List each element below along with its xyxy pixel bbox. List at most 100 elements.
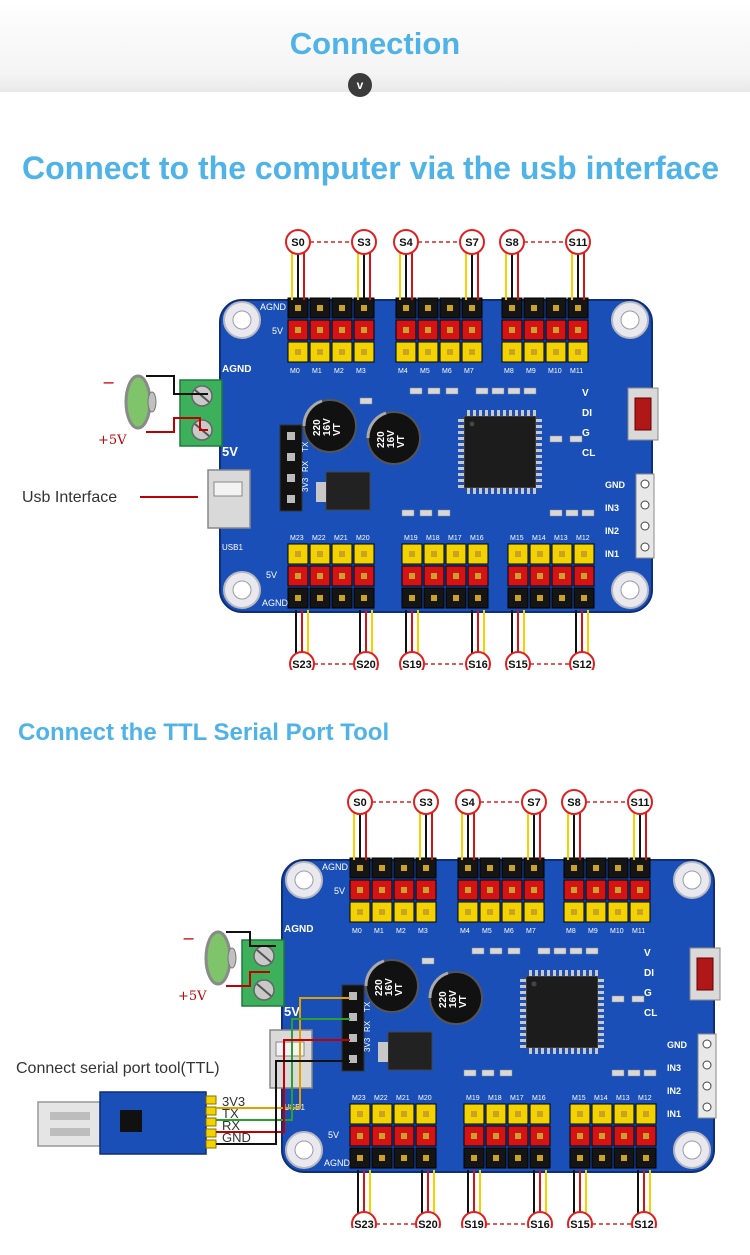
- uart-pin: [287, 474, 295, 482]
- side-pin-label: CL: [644, 1008, 657, 1019]
- chip-lead: [467, 410, 470, 416]
- chip-dot: [531, 981, 537, 987]
- servo-circle: [399, 651, 425, 670]
- chip-lead: [520, 1045, 526, 1048]
- ttl-pin: [205, 1128, 217, 1138]
- chip-lead: [521, 488, 524, 494]
- servo-label-s4: S4: [399, 237, 413, 249]
- chip-lead: [520, 1033, 526, 1036]
- smd-component: [421, 957, 435, 965]
- mounting-hole-inner: [294, 1140, 314, 1160]
- agnd-label: AGND: [322, 862, 349, 872]
- pin-square: [537, 1111, 543, 1117]
- header-pin-label: M10: [610, 928, 624, 935]
- header-pin-label: M5: [482, 928, 492, 935]
- chip-lead: [598, 1045, 604, 1048]
- mounting-hole-inner: [682, 1140, 702, 1160]
- right-pin-label: IN3: [605, 503, 619, 513]
- pin-square: [515, 595, 521, 601]
- chevron-down-icon[interactable]: v: [348, 73, 372, 97]
- chip-lead: [536, 467, 542, 470]
- pin-square: [637, 887, 643, 893]
- pin-square: [453, 595, 459, 601]
- pin-square: [361, 305, 367, 311]
- pin-square: [531, 887, 537, 893]
- smd-component: [427, 387, 441, 395]
- mounting-hole-inner: [620, 310, 640, 330]
- ttl-serial-tool: [37, 1091, 217, 1155]
- chip-lead: [536, 425, 542, 428]
- ttl-wire-label: GND: [222, 1130, 251, 1145]
- header-pin-label: M12: [576, 535, 590, 542]
- pin-square: [487, 909, 493, 915]
- chip-lead: [571, 970, 574, 976]
- chip-lead: [458, 461, 464, 464]
- pin-square: [599, 1155, 605, 1161]
- servo-circle: [413, 789, 439, 815]
- servo-label-s19: S19: [464, 1219, 484, 1228]
- smd-component: [585, 947, 599, 955]
- chip-lead: [520, 991, 526, 994]
- page-title: Connection: [289, 26, 461, 61]
- uart-pin: [349, 1055, 357, 1063]
- voltage-regulator: [325, 471, 371, 511]
- header-pin-label: M4: [460, 928, 470, 935]
- servo-label-s23: S23: [354, 1219, 374, 1228]
- pin-square: [471, 1155, 477, 1161]
- smd-component: [631, 995, 645, 1003]
- ttl-wire-label: 3V3: [222, 1094, 245, 1109]
- section-ttl-title: Connect the TTL Serial Port Tool: [18, 719, 390, 746]
- pin-square: [339, 305, 345, 311]
- pin-square: [401, 909, 407, 915]
- smd-component: [507, 387, 521, 395]
- chip-lead: [503, 488, 506, 494]
- servo-label-s20: S20: [356, 659, 376, 670]
- screw-slot: [256, 983, 272, 997]
- regulator-tab: [316, 482, 326, 502]
- pin-square: [577, 1155, 583, 1161]
- smd-component: [437, 509, 451, 517]
- pin-square: [509, 349, 515, 355]
- servo-circle: [567, 1211, 593, 1228]
- pin-square: [577, 1133, 583, 1139]
- pin-square: [537, 595, 543, 601]
- pin-square: [553, 305, 559, 311]
- pin-square: [575, 305, 581, 311]
- servo-circle: [631, 1211, 657, 1228]
- chip-lead: [515, 410, 518, 416]
- header-pin-label: M0: [352, 928, 362, 935]
- chip-lead: [479, 410, 482, 416]
- smd-component: [611, 995, 625, 1003]
- chip-lead: [521, 410, 524, 416]
- cap-value-label: VT: [458, 995, 469, 1008]
- chip-lead: [515, 488, 518, 494]
- chip-lead: [491, 488, 494, 494]
- pin-square: [515, 1155, 521, 1161]
- chip-lead: [595, 970, 598, 976]
- servo-circle: [527, 1211, 553, 1228]
- cap-value-label: 16V: [386, 430, 397, 448]
- servo-label-s3: S3: [357, 237, 370, 249]
- header-pin-label: M3: [356, 368, 366, 375]
- pin-square: [581, 573, 587, 579]
- side-pin-label: G: [644, 988, 652, 999]
- cap-value-label: 16V: [448, 990, 459, 1008]
- smd-component: [445, 387, 459, 395]
- pin-square: [475, 573, 481, 579]
- uart-label: 3V3: [301, 477, 310, 492]
- chip-lead: [536, 479, 542, 482]
- chip-lead: [598, 1021, 604, 1024]
- pin-square: [493, 1133, 499, 1139]
- smd-component: [463, 1069, 477, 1077]
- uart-label: RX: [363, 1020, 372, 1032]
- pin-square: [465, 865, 471, 871]
- side-pin-label: DI: [582, 408, 592, 419]
- chip-lead: [536, 419, 542, 422]
- chip-lead: [467, 488, 470, 494]
- pin-square: [475, 551, 481, 557]
- header-pin-label: M17: [510, 1095, 524, 1102]
- chip-lead: [458, 467, 464, 470]
- cap-value-label: VT: [332, 423, 343, 436]
